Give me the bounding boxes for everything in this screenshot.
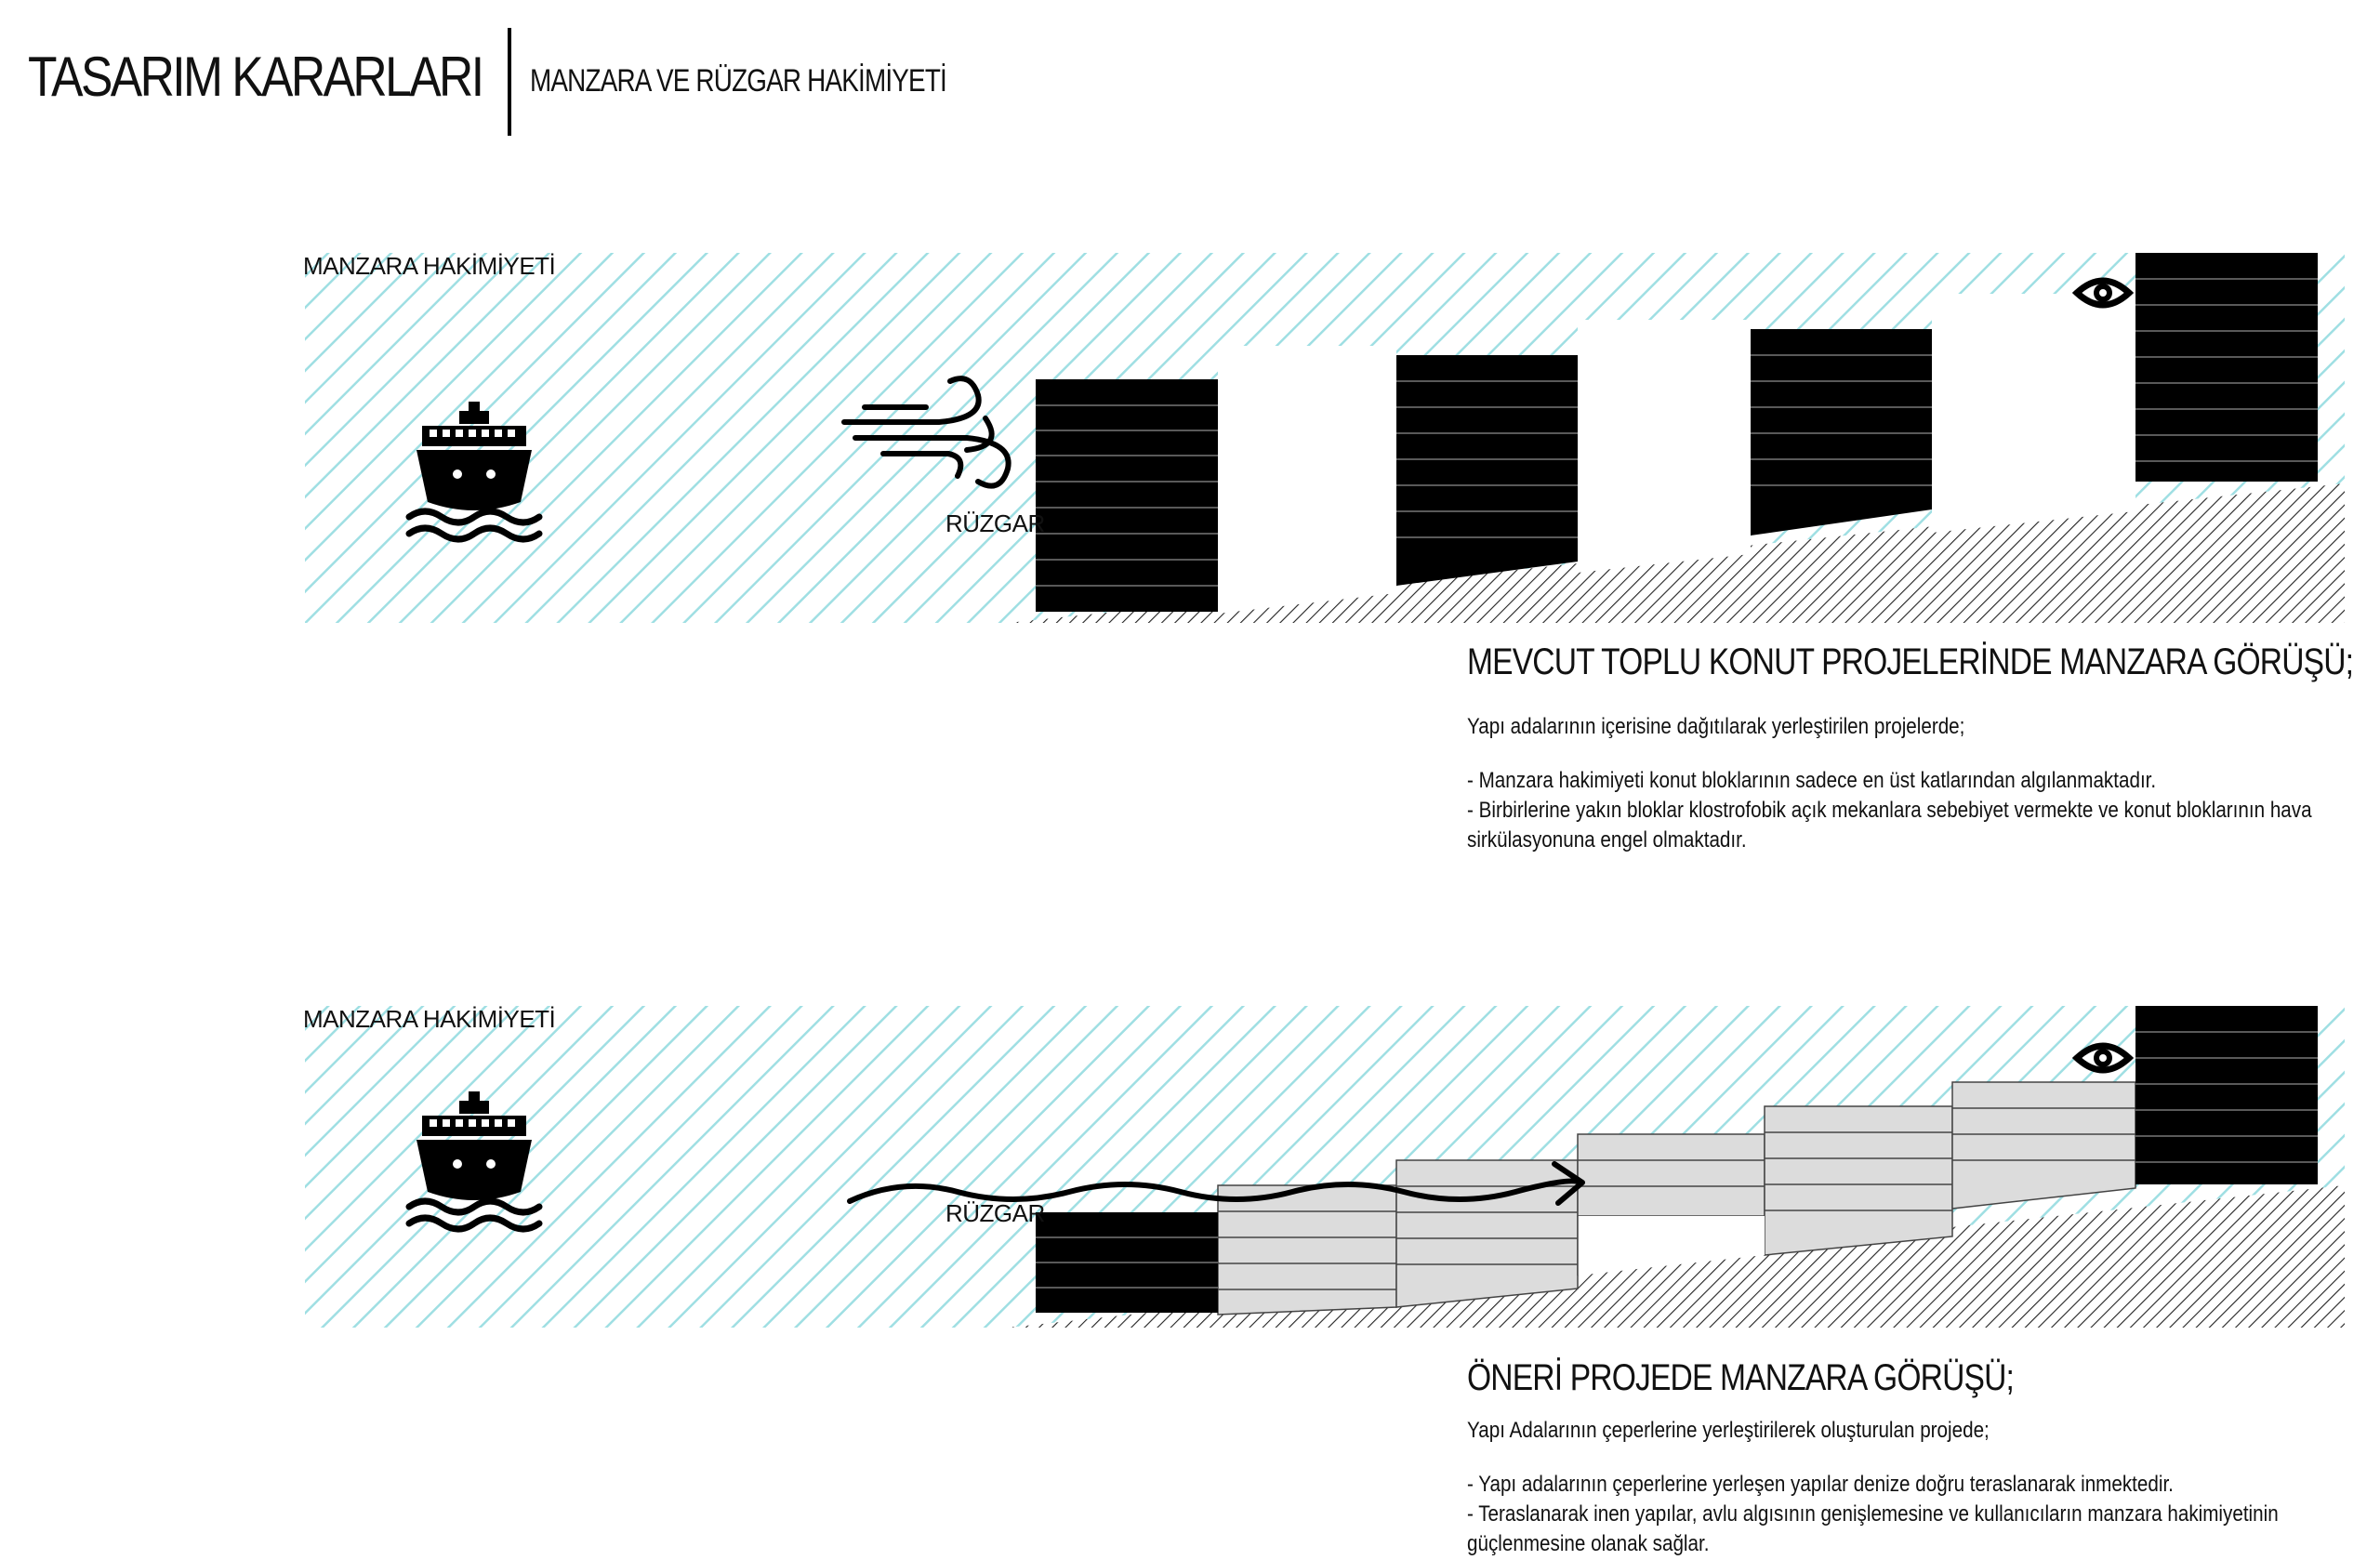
block-3 [1751,329,1932,535]
proposed-bullet-2: - Teraslanarak inen yapılar, avlu algısı… [1467,1501,2279,1556]
page-title: TASARIM KARARLARI [28,46,484,108]
view-zone-label: MANZARA HAKİMİYETİ [303,252,555,280]
proposed-intro: Yapı Adalarının çeperlerine yerleştirile… [1467,1418,1990,1443]
existing-section-diagram: MANZARA HAKİMİYETİ [303,252,2345,623]
eye-icon [2071,1042,2135,1074]
existing-description: MEVCUT TOPLU KONUT PROJELERİNDE MANZARA … [1467,641,2360,702]
proposed-bullet-1: - Yapı adalarının çeperlerine yerleşen y… [1467,1472,2174,1497]
view-zone-label: MANZARA HAKİMİYETİ [303,1005,555,1033]
gap-1 [1218,346,1396,623]
block-4 [2135,253,2318,482]
wind-label: RÜZGAR [945,1199,1045,1227]
ship-icon [405,402,543,543]
proposed-section-diagram: MANZARA HAKİMİYETİ [303,1005,2345,1328]
proposed-description: ÖNERİ PROJEDE MANZARA GÖRÜŞÜ; Yapı Adala… [1467,1357,2360,1559]
proposed-heading: ÖNERİ PROJEDE MANZARA GÖRÜŞÜ; [1467,1357,2015,1398]
proposed-project-section: MANZARA HAKİMİYETİ [0,985,2380,1339]
eye-icon [2071,277,2135,309]
existing-bullet-1: - Manzara hakimiyeti konut bloklarının s… [1467,768,2157,793]
block-1 [1036,379,1218,612]
terrace-void [1578,1216,1765,1276]
existing-body: Yapı adalarının içerisine dağıtılarak ye… [1467,714,2360,855]
wind-arrow-icon [847,1161,1585,1206]
wind-label: RÜZGAR [945,509,1045,537]
front-block [1036,1212,1218,1313]
gap-ground-fix-3 [1932,511,2135,623]
gap-ground-fix-2 [1578,554,1751,623]
rear-block [2135,1006,2318,1184]
block-2 [1396,355,1578,586]
wind-icon [841,376,1012,489]
gap-ground-fix-1 [1218,593,1396,623]
existing-projects-section: MANZARA HAKİMİYETİ [0,232,2380,682]
existing-heading: MEVCUT TOPLU KONUT PROJELERİNDE MANZARA … [1467,641,2354,682]
page-subtitle: MANZARA VE RÜZGAR HAKİMİYETİ [530,63,947,99]
existing-intro: Yapı adalarının içerisine dağıtılarak ye… [1467,714,1965,739]
header-divider [508,28,511,136]
ship-icon [405,1091,543,1233]
existing-bullet-2: - Birbirlerine yakın bloklar klostrofobi… [1467,798,2312,853]
